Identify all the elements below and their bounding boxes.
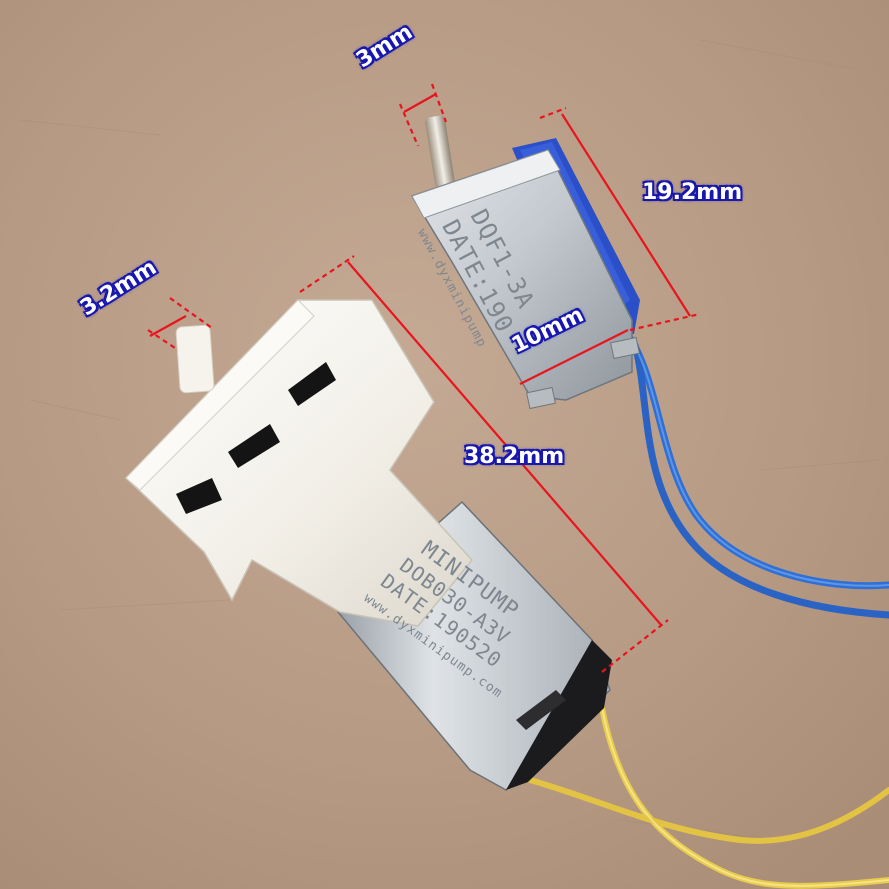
dim-line-valve-length bbox=[539, 106, 701, 332]
pump-wires bbox=[527, 705, 889, 889]
solenoid-valve: DQF1-3A DATE:190 www.dyxminipump bbox=[410, 115, 640, 410]
dim-line-pump-length bbox=[299, 255, 669, 673]
pump-end-cap bbox=[506, 640, 612, 790]
pump-head bbox=[124, 299, 473, 627]
valve-body bbox=[410, 149, 633, 401]
dim-label-pump-length: 38.2mm bbox=[464, 444, 565, 469]
valve-pin bbox=[425, 115, 455, 189]
pump-nozzle bbox=[175, 324, 215, 394]
dim-line-nozzle bbox=[147, 297, 213, 351]
mini-pump: MINIPUMP DOB030-A3V DATE:190520 www.dyxm… bbox=[124, 299, 612, 791]
dim-line-pin bbox=[398, 83, 448, 147]
dim-line-valve-width bbox=[519, 329, 629, 385]
valve-wires bbox=[624, 331, 889, 619]
cardboard-fibers bbox=[19, 39, 881, 841]
dimension-lines bbox=[147, 83, 701, 673]
dim-label-valve-length: 19.2mm bbox=[642, 180, 743, 205]
